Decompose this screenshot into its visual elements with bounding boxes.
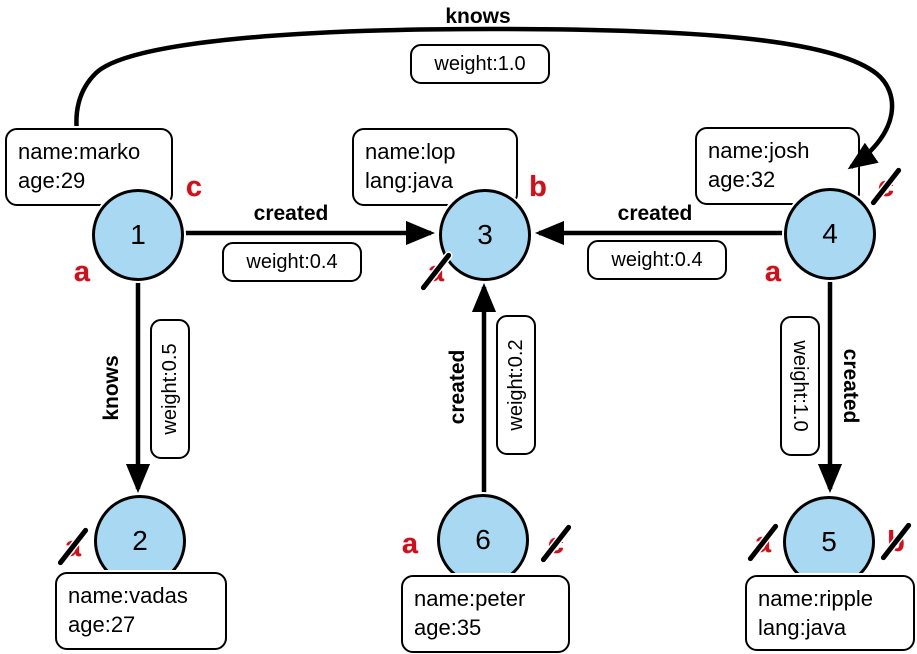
- weight-box-created-4-5: weight:1.0: [780, 316, 820, 456]
- node6-property-box: name:peter age:35: [401, 575, 570, 653]
- annotation-node1-c: c: [177, 171, 211, 203]
- annotation-node2-a-crossed: a: [56, 526, 90, 567]
- node2-prop-age: age:27: [68, 612, 136, 637]
- vertex-1: 1: [92, 189, 184, 281]
- annotation-node4-a: a: [756, 256, 790, 288]
- annotation-letter: b: [529, 170, 547, 203]
- vertex-3-id: 3: [477, 219, 493, 250]
- vertex-6: 6: [437, 494, 529, 586]
- edge-label-created-4-3: created: [617, 202, 693, 225]
- weight-box-knows-1-4: weight:1.0: [410, 44, 550, 84]
- vertex-6-id: 6: [475, 524, 491, 555]
- node5-property-box: name:ripple lang:java: [745, 575, 915, 651]
- annotation-letter: a: [764, 255, 782, 288]
- edge-label-knows-1-4: knows: [445, 5, 511, 28]
- node3-prop-lang: lang:java: [365, 168, 454, 193]
- weight-box-created-4-3: weight:0.4: [587, 240, 727, 280]
- vertex-5: 5: [783, 496, 875, 588]
- weight-box-knows-1-2: weight:0.5: [150, 319, 190, 459]
- annotation-node5-a-crossed: a: [746, 522, 780, 563]
- node3-prop-name: name:lop: [365, 139, 456, 164]
- vertex-5-id: 5: [821, 526, 837, 557]
- annotation-node1-a: a: [65, 256, 99, 288]
- node4-prop-age: age:32: [708, 167, 776, 192]
- node2-property-box: name:vadas age:27: [55, 572, 227, 650]
- vertex-3: 3: [439, 189, 531, 281]
- annotation-node5-b-crossed: b: [879, 521, 913, 562]
- vertex-1-id: 1: [130, 219, 146, 250]
- annotation-node6-c-crossed: c: [539, 523, 573, 564]
- annotation-node6-a: a: [393, 528, 427, 560]
- edge-label-created-4-5: created: [839, 348, 862, 424]
- vertex-4: 4: [784, 188, 876, 280]
- annotation-node3-a-crossed: a: [419, 251, 453, 292]
- annotation-letter: a: [73, 255, 91, 288]
- node5-prop-name: name:ripple: [758, 586, 873, 611]
- node1-prop-name: name:marko: [18, 139, 141, 164]
- node2-prop-name: name:vadas: [68, 583, 188, 608]
- node6-prop-age: age:35: [414, 615, 482, 640]
- weight-box-created-1-3: weight:0.4: [222, 242, 362, 282]
- annotation-node3-b: b: [521, 171, 555, 203]
- vertex-2: 2: [94, 495, 186, 587]
- node6-prop-name: name:peter: [414, 586, 526, 611]
- weight-box-created-6-3: weight:0.2: [496, 315, 536, 455]
- node5-prop-lang: lang:java: [758, 615, 847, 640]
- node1-prop-age: age:29: [18, 168, 86, 193]
- annotation-letter: c: [185, 170, 203, 203]
- annotation-letter: a: [401, 527, 419, 560]
- vertex-2-id: 2: [132, 525, 148, 556]
- vertex-4-id: 4: [822, 218, 838, 249]
- edge-label-knows-1-2: knows: [100, 355, 123, 421]
- edge-knows-1-4: [74, 26, 895, 214]
- edge-label-created-1-3: created: [253, 202, 329, 225]
- edge-label-created-6-3: created: [446, 349, 469, 425]
- node1-property-box: name:marko age:29: [5, 128, 173, 206]
- node3-property-box: name:lop lang:java: [352, 128, 518, 206]
- node4-prop-name: name:josh: [708, 138, 810, 163]
- annotation-node4-c-crossed: c: [869, 166, 903, 207]
